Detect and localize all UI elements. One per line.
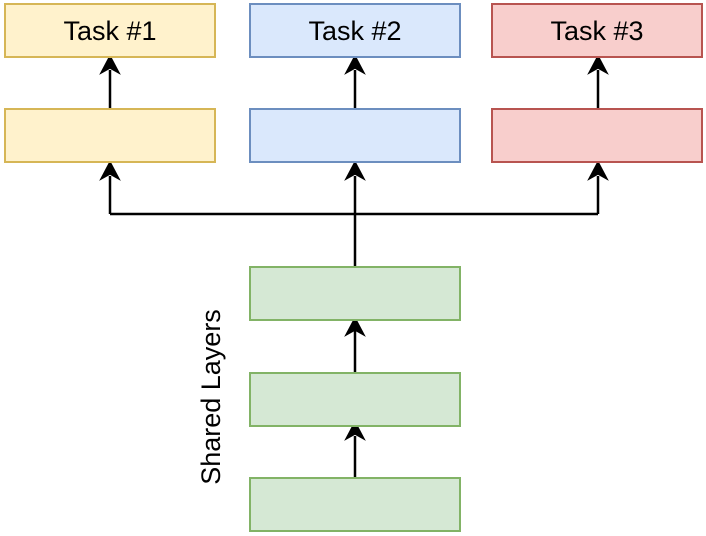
arrowheads (99, 54, 609, 441)
arrowhead-icon (344, 420, 366, 441)
shared-layer-top (249, 266, 461, 321)
shared-layer-bottom (249, 477, 461, 532)
task-1-label-box (4, 3, 216, 58)
task-label-row: Task #1 Task #2 Task #3 (4, 3, 703, 58)
arrowhead-icon (344, 54, 366, 75)
arrowhead-icon (99, 54, 121, 75)
arrowhead-icon (587, 54, 609, 75)
arrowhead-icon (344, 316, 366, 337)
arrowhead-icon (587, 160, 609, 181)
connectors (108, 70, 600, 478)
task-head-row (4, 108, 703, 163)
task-1-label: Task #1 (63, 16, 156, 46)
task-2-label: Task #2 (308, 16, 401, 46)
task-3-label-box (491, 3, 703, 58)
task-2-label-box (249, 3, 461, 58)
arrowhead-icon (99, 160, 121, 181)
task-2-head-layer (249, 108, 461, 163)
shared-layer-middle (249, 372, 461, 427)
task-1-head-layer (4, 108, 216, 163)
task-3-label: Task #3 (550, 16, 643, 46)
task-3-head-layer (491, 108, 703, 163)
shared-layers-label: Shared Layers (196, 309, 226, 485)
shared-layers-stack (249, 266, 461, 532)
arrowhead-icon (344, 160, 366, 181)
